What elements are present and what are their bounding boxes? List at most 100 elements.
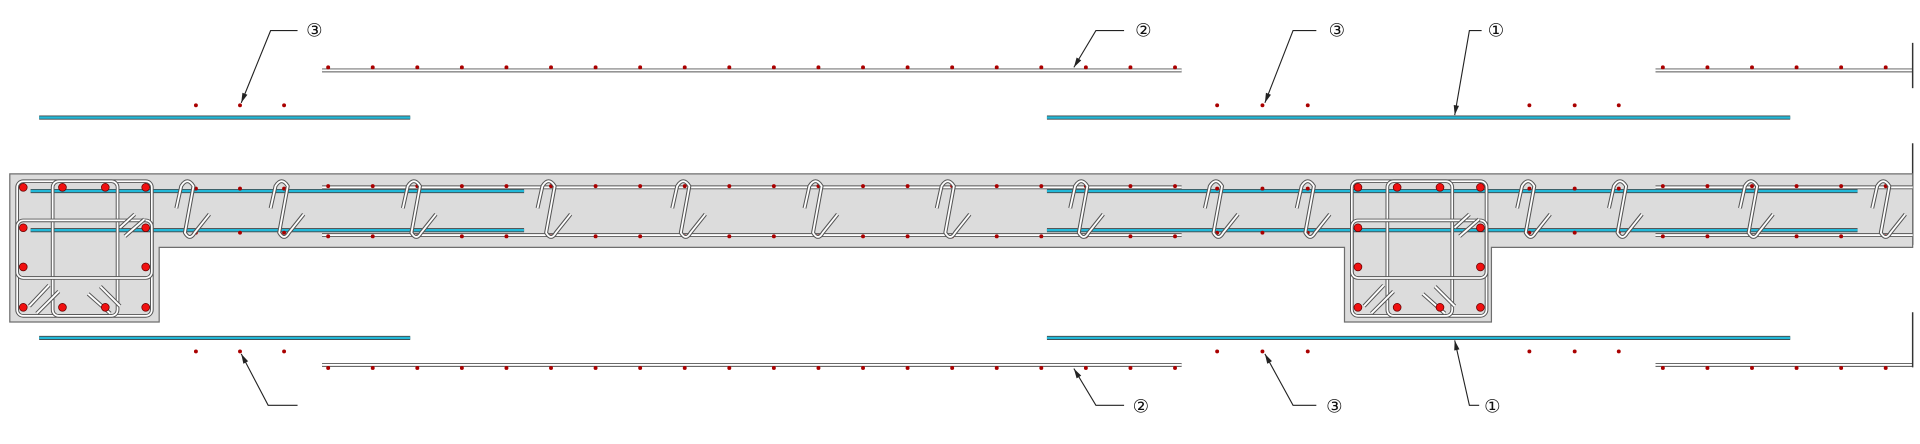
rebar-dot	[638, 65, 643, 70]
column-bar-dot	[1353, 303, 1363, 312]
leader-3-top-mid	[1264, 30, 1317, 104]
rebar-dot	[238, 230, 242, 235]
leader-3-bottom-arrowhead	[1264, 353, 1272, 364]
rebar-dot	[1750, 65, 1754, 70]
column-stirrup-cage	[15, 179, 154, 318]
column-bar-dot	[18, 303, 28, 312]
rebar-dot	[771, 184, 776, 189]
rebar-dot	[593, 366, 598, 370]
rebar-dot	[994, 234, 999, 239]
tie-hook-core	[99, 285, 121, 307]
rebar-dot	[1039, 65, 1044, 70]
inner-stirrup-core	[1386, 180, 1454, 317]
rebar-dot	[1572, 186, 1577, 191]
leader-3-bottom	[1264, 353, 1317, 406]
leader-2-bottom	[1073, 368, 1125, 406]
leader-3-bottom-left	[240, 353, 298, 406]
rebar-dot	[370, 65, 375, 70]
rebar-dot	[593, 65, 598, 70]
rebar-dot	[1527, 103, 1532, 108]
rebar-dot	[1660, 234, 1665, 239]
s-hook-tie-core	[1739, 180, 1774, 238]
leader-3-top-left-arrowhead	[241, 92, 248, 103]
leader-lines	[240, 30, 1482, 406]
rebar-dot	[994, 184, 999, 189]
rebar-dot	[1794, 234, 1799, 239]
rebar-dot	[1616, 349, 1621, 354]
column-bar-dot	[1435, 183, 1445, 192]
rebar-dot	[415, 366, 420, 370]
rebar-dot	[950, 65, 955, 70]
rebar-dot	[370, 184, 375, 189]
inner-stirrup-core	[51, 180, 119, 317]
rebar-dot	[1215, 103, 1220, 108]
s-hook-tie-core	[1608, 180, 1643, 238]
leader-1-top	[1454, 30, 1482, 116]
callout-3-top-mid: ③	[1329, 21, 1345, 42]
tie-hook-core	[1370, 290, 1395, 315]
column-bar-dot	[141, 262, 151, 272]
rebar-dot	[861, 366, 865, 370]
rebar-dot	[905, 234, 910, 239]
rebar-dot	[816, 65, 821, 70]
rebar-dot	[1083, 65, 1088, 70]
rebar-dot	[1215, 349, 1220, 354]
column-bar-dot	[1476, 262, 1485, 272]
rebar-dot	[593, 184, 598, 189]
rebar-dot	[504, 184, 509, 189]
rebar-dot	[1794, 184, 1799, 189]
leader-3-top-mid-arrowhead	[1264, 92, 1271, 103]
rebar-dot	[1572, 230, 1577, 235]
column-bar-dot	[1353, 223, 1363, 233]
rebar-dot	[1660, 65, 1665, 70]
tie-hook-core	[124, 218, 146, 238]
s-hook-tie-core	[1069, 180, 1104, 238]
rebar-dot	[950, 366, 955, 370]
leader-1-top-arrowhead	[1453, 104, 1460, 116]
s-hook-tie-core	[536, 180, 572, 238]
rebar-dot	[771, 366, 776, 370]
column-bar-dot	[1353, 183, 1363, 192]
s-hook-tie-core	[803, 180, 839, 238]
rebar-dot	[504, 366, 509, 370]
rebar-dot	[682, 65, 687, 70]
column-bar-dot	[141, 183, 151, 192]
leader-2-bottom-arrowhead	[1073, 368, 1082, 379]
rebar-dot	[326, 234, 331, 239]
s-hook-tie-core	[1516, 180, 1551, 238]
leader-2-top	[1073, 30, 1125, 68]
tie-hook-core	[28, 284, 50, 307]
rebar-dot	[1260, 103, 1265, 108]
callout-1-top: ①	[1488, 21, 1504, 42]
s-hook-tie-core	[1295, 180, 1331, 238]
rebar-dot	[1527, 186, 1532, 191]
tie-hook-core	[1363, 284, 1385, 307]
rebar-dot	[1260, 349, 1265, 354]
rebar-dot	[1083, 366, 1088, 370]
tie-hook-core	[1458, 218, 1480, 238]
rebar-dot	[905, 184, 910, 189]
column-bar-dot	[1392, 303, 1402, 312]
column-bar-dot	[1353, 262, 1363, 272]
column-bar-dot	[58, 183, 67, 192]
rebar-dot	[861, 234, 865, 239]
rebar-dot	[905, 366, 910, 370]
tie-hook-core	[36, 290, 60, 315]
s-hook-tie-core	[1871, 180, 1907, 238]
rebar-dot	[638, 184, 643, 189]
column-bar-dot	[141, 303, 151, 312]
rebar-dot	[1128, 234, 1133, 239]
column-bar-dot	[1476, 183, 1485, 192]
rebar-dot	[905, 65, 910, 70]
rebar-dot	[1705, 65, 1710, 70]
rebar-dot	[1839, 65, 1844, 70]
rebar-dot	[593, 234, 598, 239]
rebar-dot	[727, 65, 732, 70]
rebar-dot	[994, 366, 999, 370]
rebar-dot	[1883, 366, 1888, 370]
rebar-dot	[282, 230, 287, 235]
rebar-dot	[282, 349, 287, 354]
rebar-dot	[1173, 65, 1177, 70]
s-hook-tie-core	[175, 180, 211, 238]
rebar-dot	[1572, 349, 1577, 354]
